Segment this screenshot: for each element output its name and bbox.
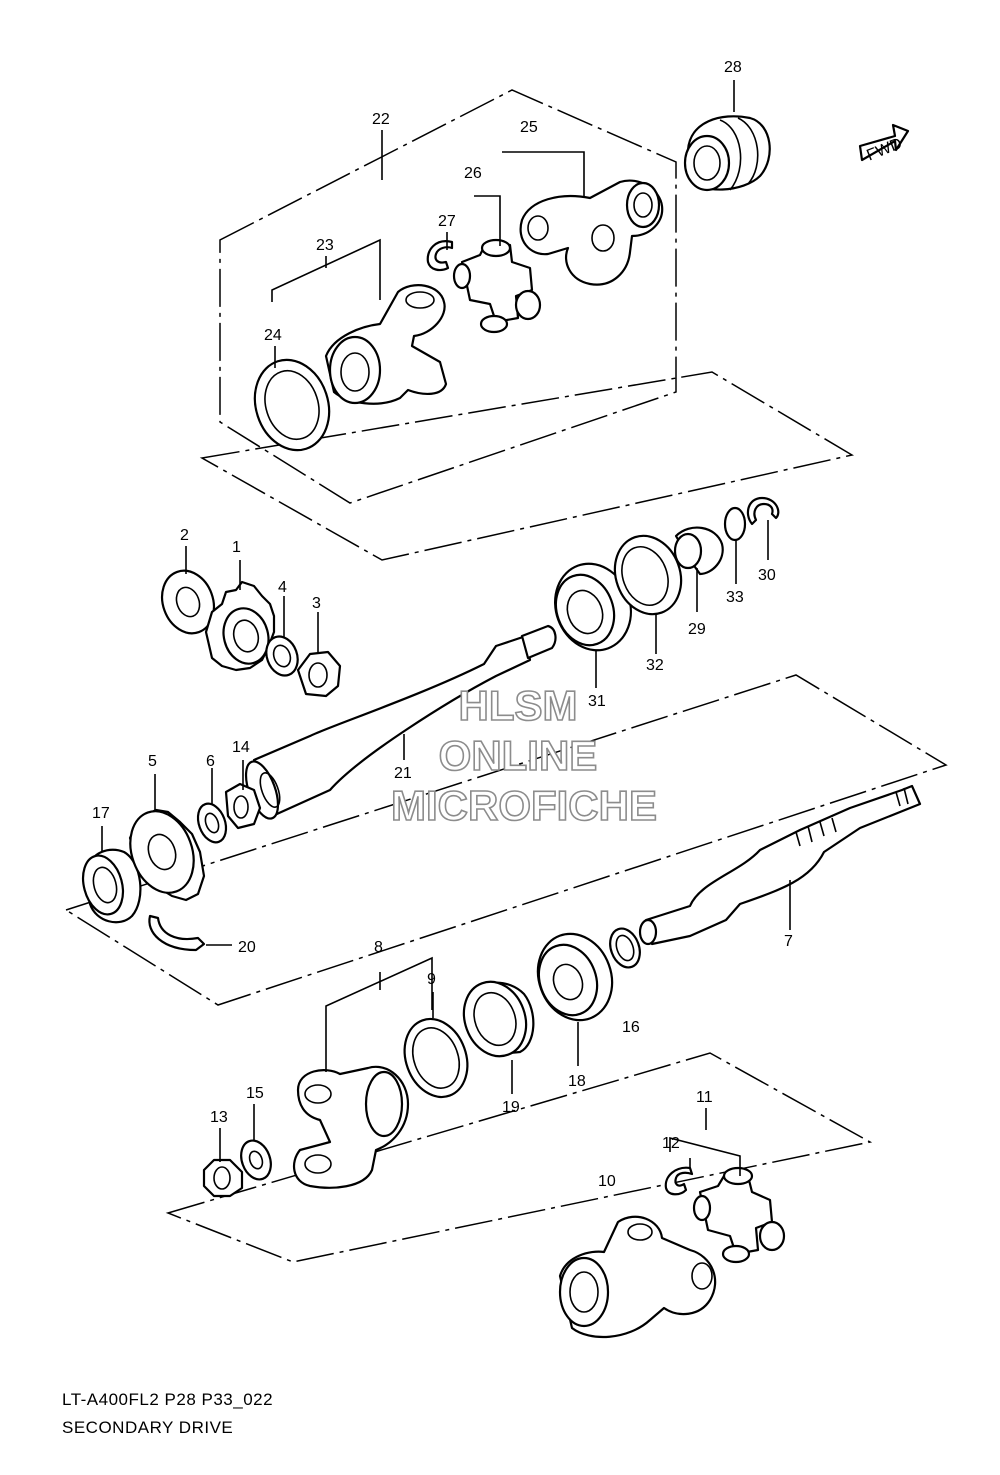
part-28-boot <box>683 115 771 192</box>
section-title: SECONDARY DRIVE <box>62 1418 234 1437</box>
part-20-circlip <box>148 914 206 952</box>
callout-15: 15 <box>246 1085 264 1102</box>
callout-14: 14 <box>232 739 250 756</box>
part-8-yoke <box>292 1065 410 1189</box>
callout-23: 23 <box>316 237 334 254</box>
callout-labels: 1 2 3 4 5 6 7 8 9 10 11 12 13 14 15 16 1… <box>92 59 793 1190</box>
callout-3: 3 <box>312 595 321 612</box>
part-15-washer <box>240 1139 272 1181</box>
callout-6: 6 <box>206 753 215 770</box>
watermark: HLSM ONLINE MICROFICHE <box>390 681 658 830</box>
part-17-bearing <box>81 848 142 924</box>
leader-lines <box>101 80 791 1176</box>
callout-29: 29 <box>688 621 706 638</box>
callout-33: 33 <box>726 589 744 606</box>
callout-31: 31 <box>588 693 606 710</box>
callout-26: 26 <box>464 165 482 182</box>
part-14-nut <box>224 782 262 830</box>
part-5-gear <box>128 808 206 902</box>
model-code: LT-A400FL2 P28 P33_022 <box>62 1390 274 1409</box>
callout-20: 20 <box>238 939 256 956</box>
part-29-collar <box>673 526 724 576</box>
part-7-output-shaft <box>638 784 922 946</box>
part-6-washer <box>196 802 228 844</box>
callout-2: 2 <box>180 527 189 544</box>
callout-21: 21 <box>394 765 412 782</box>
assembly-box-22 <box>219 89 677 504</box>
part-3-nut <box>296 650 342 698</box>
fwd-arrow-icon: FWD <box>858 123 910 165</box>
part-23-yoke <box>324 284 448 405</box>
callout-17: 17 <box>92 805 110 822</box>
callout-13: 13 <box>210 1109 228 1126</box>
part-2-washer <box>160 569 216 635</box>
callout-5: 5 <box>148 753 157 770</box>
assembly-box-yoke <box>165 1052 873 1263</box>
callout-1: 1 <box>232 539 241 556</box>
callout-32: 32 <box>646 657 664 674</box>
callout-11: 11 <box>696 1089 713 1106</box>
part-16-seal <box>609 927 641 969</box>
part-13-nut <box>202 1158 244 1198</box>
callout-22: 22 <box>372 111 390 128</box>
part-32-seal <box>613 534 683 616</box>
part-1-bevel-gear <box>204 580 276 672</box>
watermark-line-1: HLSM <box>459 682 578 729</box>
part-11-cross-joint <box>692 1166 786 1264</box>
callout-30: 30 <box>758 567 776 584</box>
watermark-line-2: ONLINE <box>439 732 598 779</box>
part-33-ring <box>723 506 747 542</box>
callout-27: 27 <box>438 213 456 230</box>
callout-16: 16 <box>622 1019 640 1036</box>
callout-8: 8 <box>374 939 383 956</box>
part-10-yoke <box>558 1215 717 1339</box>
callout-4: 4 <box>278 579 287 596</box>
callout-7: 7 <box>784 933 793 950</box>
part-18-bearing <box>536 932 614 1022</box>
callout-12: 12 <box>662 1135 680 1152</box>
part-24-ring <box>253 358 331 452</box>
watermark-line-3: MICROFICHE <box>391 782 657 829</box>
part-19-collar <box>462 980 535 1058</box>
part-4-washer <box>265 635 299 677</box>
part-9-ring <box>403 1017 469 1099</box>
part-12-circlip <box>664 1166 694 1196</box>
callout-24: 24 <box>264 327 282 344</box>
callout-10: 10 <box>598 1173 616 1190</box>
callout-28: 28 <box>724 59 742 76</box>
part-25-yoke <box>519 179 664 286</box>
part-30-circlip <box>746 496 780 526</box>
callout-9: 9 <box>427 971 436 988</box>
callout-18: 18 <box>568 1073 586 1090</box>
part-21-drive-shaft <box>244 624 557 820</box>
part-26-cross-joint <box>452 238 542 334</box>
assembly-box-shaft-21 <box>199 371 855 561</box>
part-31-bearing <box>554 562 632 652</box>
callout-25: 25 <box>520 119 538 136</box>
assembly-box-lower <box>64 674 948 1006</box>
callout-19: 19 <box>502 1099 520 1116</box>
part-27-circlip <box>426 240 454 272</box>
